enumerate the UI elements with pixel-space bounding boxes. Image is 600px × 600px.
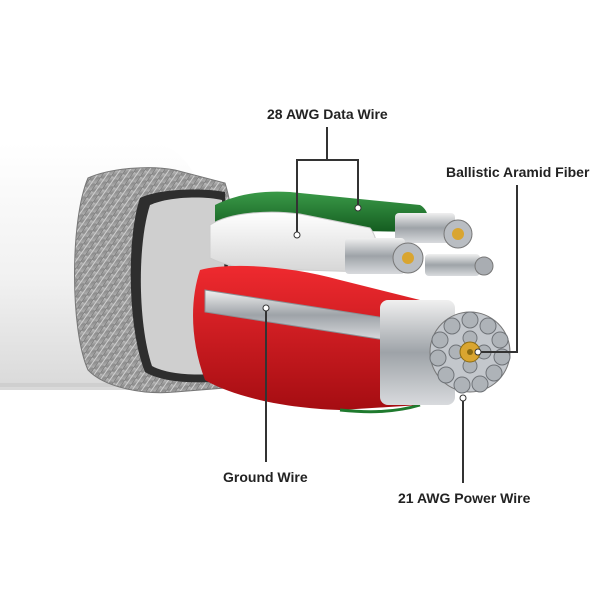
power-wire-label: 21 AWG Power Wire xyxy=(398,490,531,506)
ground-wire-label: Ground Wire xyxy=(223,469,308,485)
power-wire-strands xyxy=(380,300,511,405)
data-wire-white xyxy=(209,211,424,274)
leader-aramid-fiber xyxy=(478,185,518,353)
leader-dots xyxy=(262,204,482,402)
leader-lines xyxy=(265,127,518,483)
data-wire-green-strands xyxy=(395,213,473,249)
data-wire-white-strands xyxy=(345,238,424,274)
data-wire-label: 28 AWG Data Wire xyxy=(267,106,388,122)
aramid-fiber-label: Ballistic Aramid Fiber xyxy=(446,164,590,180)
aramid-strand-bundle xyxy=(425,254,494,276)
